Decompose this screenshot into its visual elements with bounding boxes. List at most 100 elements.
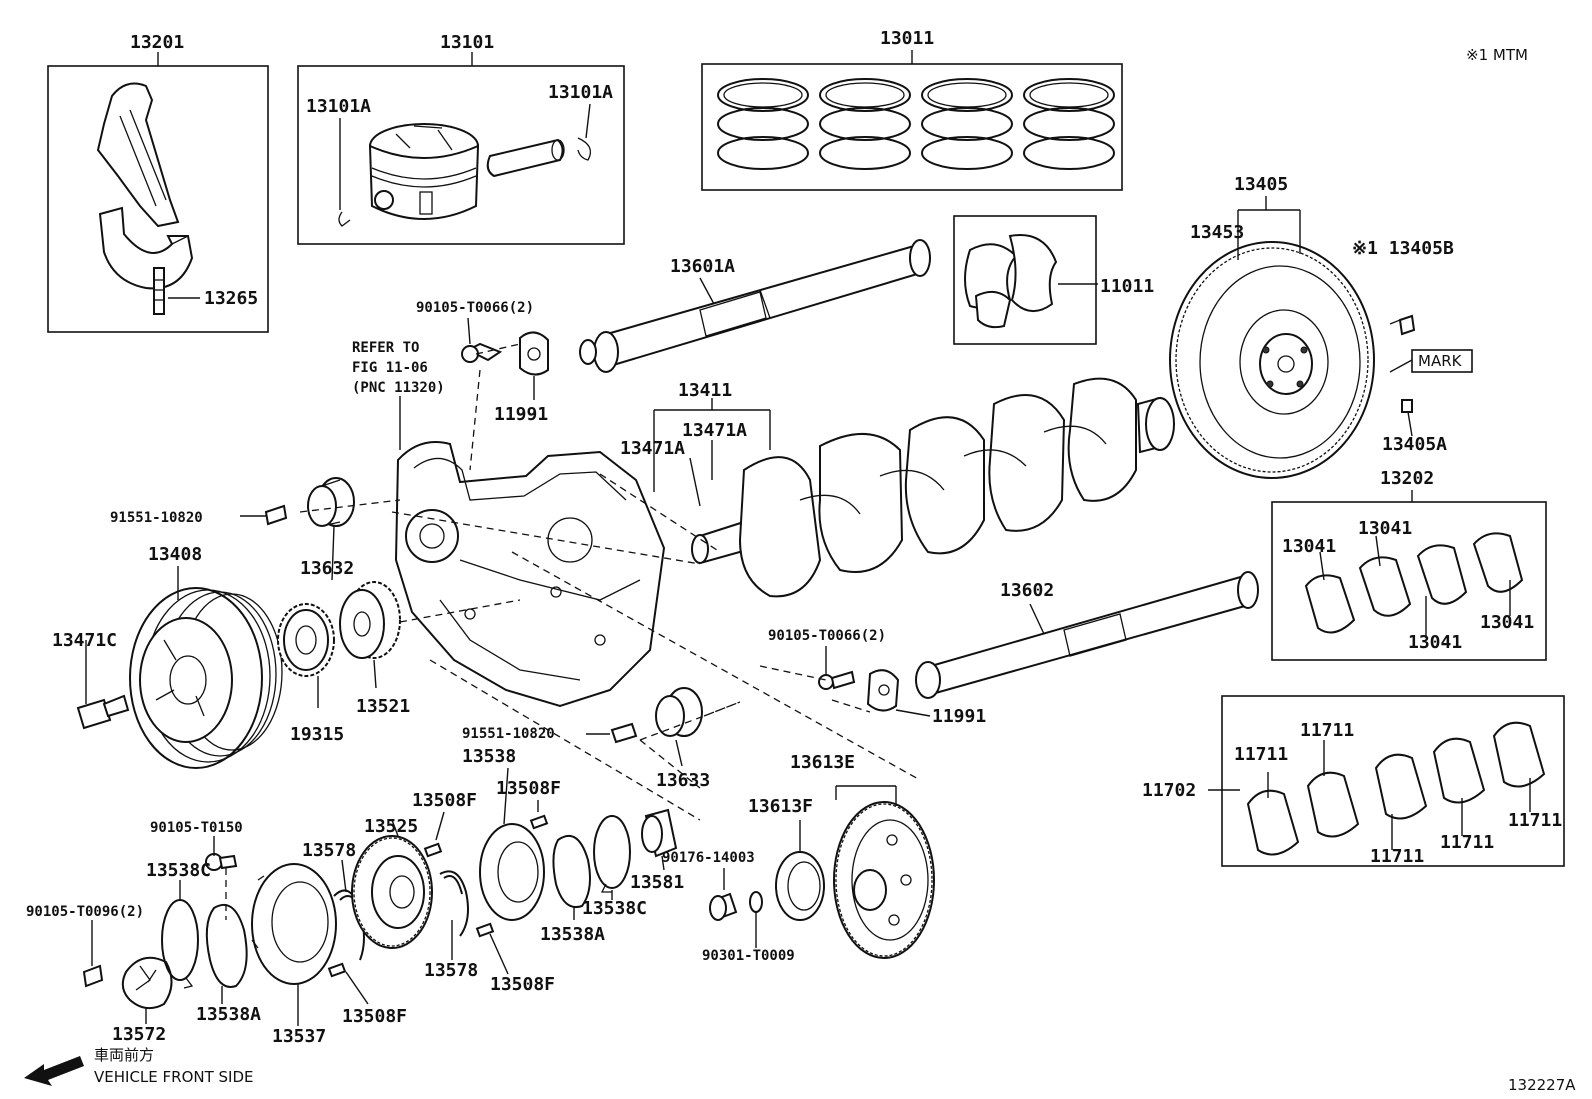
label-13508F-c: 13508F (490, 974, 555, 995)
label-13508F-b: 13508F (412, 790, 477, 811)
label-90301-T0009: 90301-T0009 (702, 948, 795, 964)
balance-shaft-lower-illustration (915, 571, 1259, 699)
label-11011: 11011 (1100, 276, 1154, 297)
refer-note-line1: REFER TO (352, 340, 419, 356)
snap-ring-13538C-right-illustration (593, 815, 631, 900)
label-13508F-d: 13508F (342, 1006, 407, 1027)
connecting-rod-bearing-group-box (1271, 501, 1547, 661)
pins-13508F-illustration (327, 800, 549, 1005)
label-11711-e: 11711 (1370, 846, 1424, 867)
conrod-bearings-illustration (1304, 532, 1524, 634)
label-13508F-a: 13508F (496, 778, 561, 799)
plate-13537-illustration (251, 863, 337, 1026)
label-13101A-left: 13101A (306, 96, 371, 117)
label-13633: 13633 (656, 770, 710, 791)
label-13041-c: 13041 (1408, 632, 1462, 653)
label-13471A-right: 13471A (682, 420, 747, 441)
part-number-labels: 13201 13101 13011 13101A 13101A 13265 13… (26, 28, 1562, 1047)
label-13041-a: 13041 (1282, 536, 1336, 557)
gear-13525-illustration (351, 819, 433, 949)
direction-en: VEHICLE FRONT SIDE (94, 1068, 254, 1086)
label-11702: 11702 (1142, 780, 1196, 801)
label-11711-b: 11711 (1234, 744, 1288, 765)
mark-label: MARK (1418, 352, 1463, 370)
label-11991-top: 11991 (494, 404, 548, 425)
gear-13633-illustration (586, 687, 741, 789)
label-11711-c: 11711 (1508, 810, 1562, 831)
ring-13578-right-illustration (439, 870, 469, 960)
label-13538C-a: 13538C (146, 860, 211, 881)
label-90105-T0150: 90105-T0150 (150, 820, 243, 836)
mtm-note: ※1 MTM (1466, 46, 1528, 64)
piston-rings-illustration (717, 78, 1115, 170)
bolt-90105-T0150-illustration (205, 836, 238, 871)
label-13538A-b: 13538A (196, 1004, 261, 1025)
label-13101A-right: 13101A (548, 82, 613, 103)
label-13405: 13405 (1234, 174, 1288, 195)
label-13405B: ※1 13405B (1352, 238, 1454, 259)
crank-pulley-illustration (129, 566, 283, 769)
crankshaft-illustration (691, 377, 1175, 598)
label-13411: 13411 (678, 380, 732, 401)
label-13041-b: 13041 (1358, 518, 1412, 539)
assembly-guide-lines (225, 473, 921, 920)
label-13613E: 13613E (790, 752, 855, 773)
label-13525: 13525 (364, 816, 418, 837)
plug-90176-and-oring-illustration (709, 868, 763, 948)
label-13471A-left: 13471A (620, 438, 685, 459)
label-13601A: 13601A (670, 256, 735, 277)
sprocket-19315-illustration (277, 603, 335, 708)
piston-illustration (338, 103, 592, 227)
label-91551-10820-top: 91551-10820 (110, 510, 203, 526)
timing-case-illustration (394, 441, 666, 708)
label-13572: 13572 (112, 1024, 166, 1045)
balance-shaft-upper-illustration (579, 239, 931, 373)
main-bearings-illustration (1208, 721, 1546, 856)
bolt-and-plate-top-illustration (461, 317, 549, 471)
vehicle-front-arrow-icon (24, 1056, 84, 1086)
sprocket-13613E-illustration (833, 785, 935, 959)
diagram-notes: ※1 MTM REFER TO FIG 11-06 (PNC 11320) MA… (94, 46, 1576, 1094)
gear-13521-illustration (339, 581, 521, 689)
oil-seal-13613F-illustration (775, 820, 825, 921)
label-91551-10820-mid: 91551-10820 (462, 726, 555, 742)
crank-thrust-washer-box (953, 215, 1097, 345)
direction-jp: 車両前方 (94, 1046, 154, 1064)
bolt-13471C-illustration (76, 640, 130, 730)
label-13538C-b: 13538C (582, 898, 647, 919)
label-13471C: 13471C (52, 630, 117, 651)
label-19315: 19315 (290, 724, 344, 745)
bolt-and-plate-mid-illustration (759, 646, 931, 717)
snap-ring-13538C-left-illustration (161, 880, 199, 989)
label-13408: 13408 (148, 544, 202, 565)
refer-note-line3: (PNC 11320) (352, 380, 445, 396)
label-13538A-a: 13538A (540, 924, 605, 945)
label-13201: 13201 (130, 32, 184, 53)
plug-13581-illustration (641, 808, 678, 871)
label-13632: 13632 (300, 558, 354, 579)
label-13041-d: 13041 (1480, 612, 1534, 633)
label-13521: 13521 (356, 696, 410, 717)
refer-note-line2: FIG 11-06 (352, 360, 428, 376)
label-13405A: 13405A (1382, 434, 1447, 455)
label-11711-a: 11711 (1300, 720, 1354, 741)
label-90105-T0096: 90105-T0096(2) (26, 904, 144, 920)
label-11991-mid: 11991 (932, 706, 986, 727)
label-90105-T0066-mid: 90105-T0066(2) (768, 628, 886, 644)
label-13602: 13602 (1000, 580, 1054, 601)
plate-13538-illustration (479, 767, 545, 921)
label-leader-lines (157, 50, 1531, 850)
crankshaft-bearing-group-box (1221, 695, 1565, 867)
label-13581: 13581 (630, 872, 684, 893)
piston-group-box (297, 65, 625, 245)
label-13537: 13537 (272, 1026, 326, 1047)
gear-13632-illustration (240, 477, 355, 527)
label-13453: 13453 (1190, 222, 1244, 243)
flywheel-illustration (1169, 209, 1416, 479)
thrust-washers-illustration (964, 234, 1098, 329)
figure-id: 132227A (1508, 1076, 1576, 1094)
label-13202: 13202 (1380, 468, 1434, 489)
label-13578-b: 13578 (424, 960, 478, 981)
label-13011: 13011 (880, 28, 934, 49)
